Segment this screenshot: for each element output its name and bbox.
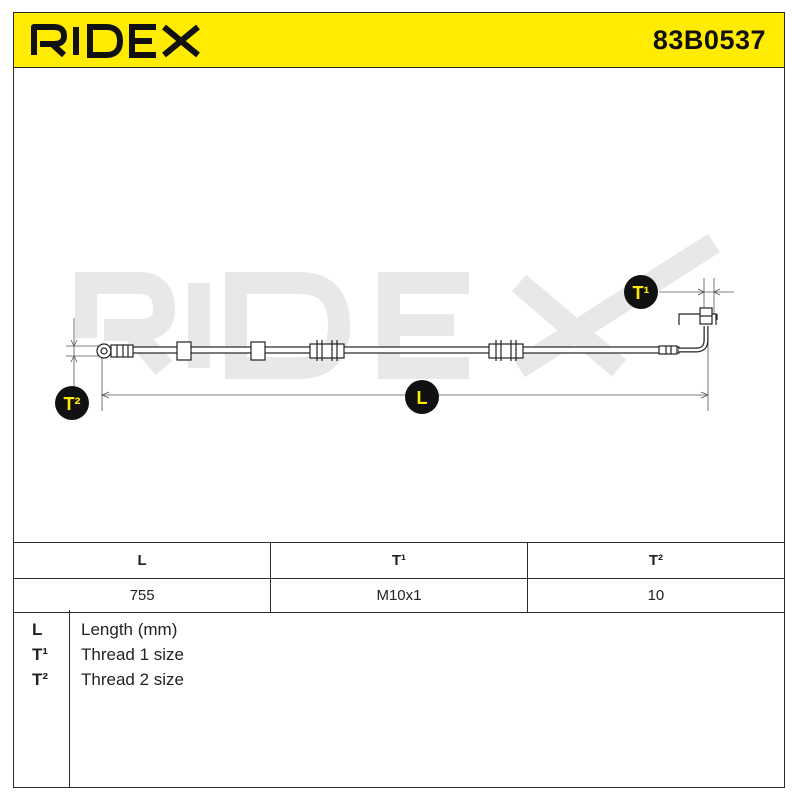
legend-key: T² (32, 670, 49, 689)
header-length: L (14, 542, 272, 579)
header-bar: 83B0537 (14, 13, 784, 68)
ridex-logo (31, 24, 200, 58)
value-length: 755 (14, 578, 272, 613)
header-thread-2: T² (526, 542, 784, 579)
value-thread-1: M10x1 (270, 578, 528, 613)
svg-text:T¹: T¹ (633, 283, 650, 303)
legend: L Length (mm) T¹ Thread 1 size T² Thread… (14, 610, 784, 787)
callout-t1: T¹ (624, 275, 658, 309)
brake-hose (96, 307, 718, 361)
hose-drawing: T¹ T² L (55, 233, 734, 420)
legend-desc: Length (mm) (81, 620, 178, 639)
legend-key: L (32, 620, 43, 639)
callout-length: L (405, 380, 439, 414)
callout-t2: T² (55, 386, 89, 420)
legend-divider (69, 610, 70, 787)
svg-text:L: L (417, 388, 428, 408)
spec-header-row: L T¹ T² (14, 542, 784, 579)
legend-desc: Thread 2 size (81, 670, 184, 689)
legend-key: T¹ (32, 645, 49, 664)
ridex-watermark (75, 233, 720, 379)
header-thread-1: T¹ (270, 542, 528, 579)
spec-value-row: 755 M10x1 10 (14, 578, 784, 613)
length-dimension (100, 338, 710, 411)
value-thread-2: 10 (526, 578, 784, 613)
product-sheet: 83B0537 (13, 12, 785, 788)
spec-table: L T¹ T² 755 M10x1 10 (14, 542, 784, 613)
legend-desc: Thread 1 size (81, 645, 184, 664)
svg-text:T²: T² (64, 394, 81, 414)
part-number: 83B0537 (652, 25, 766, 55)
